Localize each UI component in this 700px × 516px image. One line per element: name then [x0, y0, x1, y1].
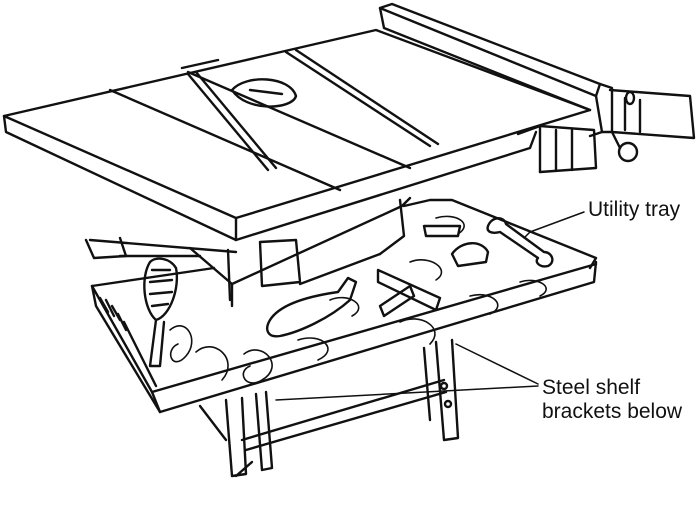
tray-tools — [143, 217, 554, 368]
table-top — [2, 28, 592, 260]
utility-tray — [90, 198, 598, 414]
rip-fence — [378, 2, 696, 163]
steel-shelf-brackets-callout: Steel shelf brackets below — [540, 376, 685, 424]
leader-lines — [275, 211, 585, 401]
saw-base-cabinet — [188, 196, 412, 308]
utility-tray-callout: Utility tray — [586, 198, 683, 222]
steel-shelf-callout-line1: Steel shelf — [542, 376, 641, 399]
fence-rail-front — [516, 124, 598, 174]
steel-shelf-callout-line2: brackets below — [542, 400, 683, 423]
